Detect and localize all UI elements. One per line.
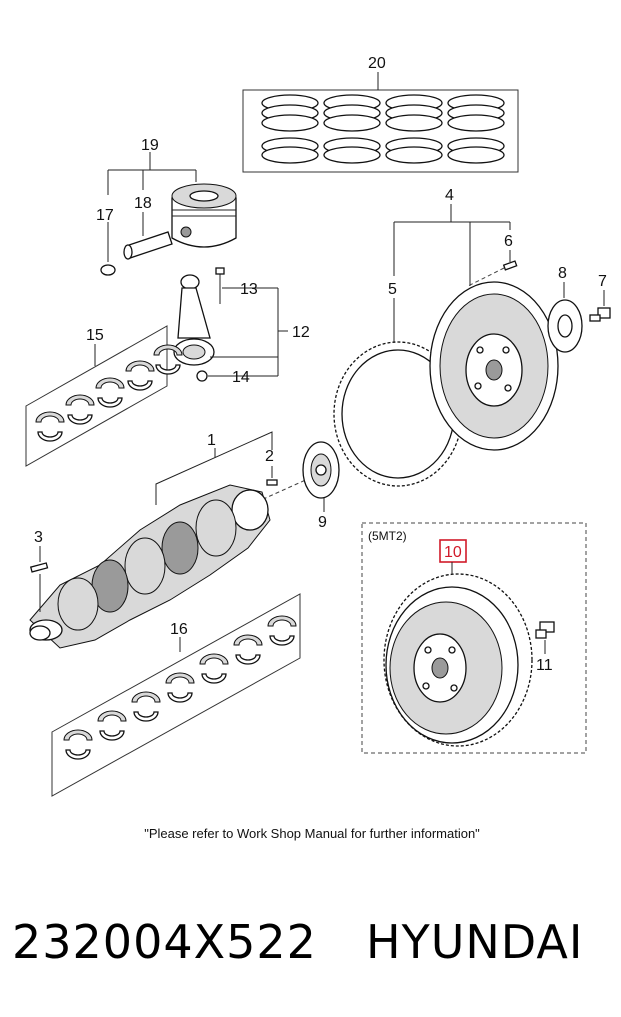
label-3: 3 — [34, 529, 43, 546]
label-10: 10 — [444, 544, 462, 561]
brand-name: HYUNDAI — [366, 915, 583, 969]
label-14: 14 — [232, 369, 250, 386]
flywheel-upper — [429, 281, 559, 451]
variant-box-5mt2 — [361, 522, 587, 754]
label-7: 7 — [598, 273, 607, 290]
label-13: 13 — [240, 281, 258, 298]
rod-bearing-set — [25, 325, 183, 467]
flywheel-pin — [467, 260, 518, 287]
label-16: 16 — [170, 621, 188, 638]
highlight-box-10[interactable]: 10 — [439, 539, 467, 563]
workshop-note: "Please refer to Work Shop Manual for fu… — [144, 826, 480, 841]
label-12: 12 — [292, 324, 310, 341]
label-19: 19 — [141, 137, 159, 154]
piston-ring-set — [242, 72, 519, 173]
label-2: 2 — [265, 448, 274, 465]
label-20: 20 — [368, 55, 386, 72]
label-11: 11 — [536, 657, 553, 674]
variant-label: (5MT2) — [368, 529, 407, 543]
flywheel-bolt — [589, 290, 611, 322]
crankshaft — [29, 431, 311, 649]
label-1: 1 — [207, 432, 216, 449]
label-15: 15 — [86, 327, 104, 344]
reinforcement-plate — [547, 282, 583, 353]
label-5: 5 — [388, 281, 397, 298]
flywheel-assembly-leaders — [393, 204, 511, 348]
connecting-rod — [173, 267, 288, 382]
flywheel-bolt-5mt2 — [535, 621, 555, 654]
main-bearing-set — [51, 593, 301, 797]
label-6: 6 — [504, 233, 513, 250]
woodruff-key — [29, 546, 49, 612]
dowel-pin — [266, 466, 278, 486]
label-18: 18 — [134, 195, 152, 212]
label-4: 4 — [445, 187, 454, 204]
label-8: 8 — [558, 265, 567, 282]
label-17: 17 — [96, 207, 114, 224]
flywheel-5mt2 — [383, 573, 533, 747]
part-number: 232004X522 — [12, 915, 317, 969]
piston-assembly — [100, 152, 237, 276]
sensor-wheel — [302, 441, 340, 512]
label-9: 9 — [318, 514, 327, 531]
